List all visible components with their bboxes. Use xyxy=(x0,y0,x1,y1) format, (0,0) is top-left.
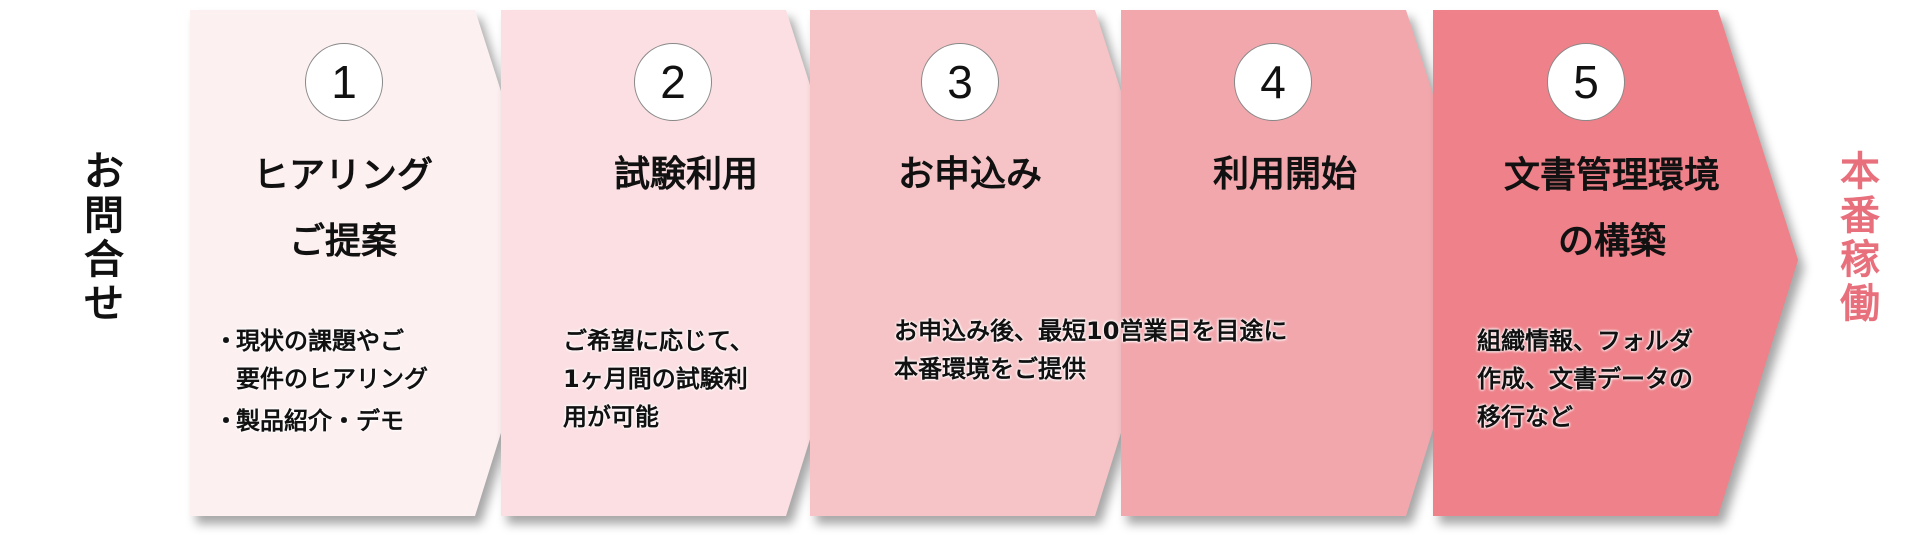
end-label: 本番稼働 xyxy=(1838,150,1882,326)
bullet-item: ・現状の課題やご 要件のヒアリング xyxy=(214,327,428,393)
step-number-badge: 5 xyxy=(1547,43,1625,121)
bullet-item: ・製品紹介・デモ xyxy=(214,407,404,435)
start-label: お問合せ xyxy=(82,150,126,326)
step-title: お申込み xyxy=(810,153,1130,197)
title-line: ヒアリング xyxy=(252,155,433,196)
start-label-text: お問合せ xyxy=(84,149,124,327)
step-5: 5 文書管理環境 の構築 組織情報、フォルダ 作成、文書データの 移行など xyxy=(1433,10,1798,516)
title-line: の構築 xyxy=(1557,221,1666,262)
title-line: 試験利用 xyxy=(613,154,758,195)
step-3: 3 お申込み xyxy=(810,10,1175,516)
step-number-badge: 3 xyxy=(921,43,999,121)
step-title: 利用開始 xyxy=(1121,153,1449,197)
step-description: 組織情報、フォルダ 作成、文書データの 移行など xyxy=(1477,327,1693,431)
step-title: 試験利用 xyxy=(501,153,871,197)
step-title: ヒアリング ご提案 xyxy=(190,143,496,275)
step-description: ご希望に応じて、 1ヶ月間の試験利 用が可能 xyxy=(563,327,754,431)
end-label-text: 本番稼働 xyxy=(1840,149,1880,327)
step-description: ・現状の課題やご 要件のヒアリング ・製品紹介・デモ xyxy=(214,322,428,440)
step-4: 4 利用開始 xyxy=(1121,10,1486,516)
title-line: 利用開始 xyxy=(1212,154,1357,195)
step-3-description: お申込み後、最短10営業日を目途に 本番環境をご提供 xyxy=(894,317,1288,383)
title-line: ご提案 xyxy=(288,221,397,262)
step-number-badge: 1 xyxy=(305,43,383,121)
step-number-badge: 2 xyxy=(634,43,712,121)
title-line: お申込み xyxy=(897,154,1042,195)
step-2: 2 試験利用 ご希望に応じて、 1ヶ月間の試験利 用が可能 xyxy=(501,10,866,516)
step-1: 1 ヒアリング ご提案 ・現状の課題やご 要件のヒアリング ・製品紹介・デモ xyxy=(190,10,555,516)
title-line: 文書管理環境 xyxy=(1503,155,1720,196)
step-title: 文書管理環境 の構築 xyxy=(1433,143,1791,275)
step-number-badge: 4 xyxy=(1234,43,1312,121)
